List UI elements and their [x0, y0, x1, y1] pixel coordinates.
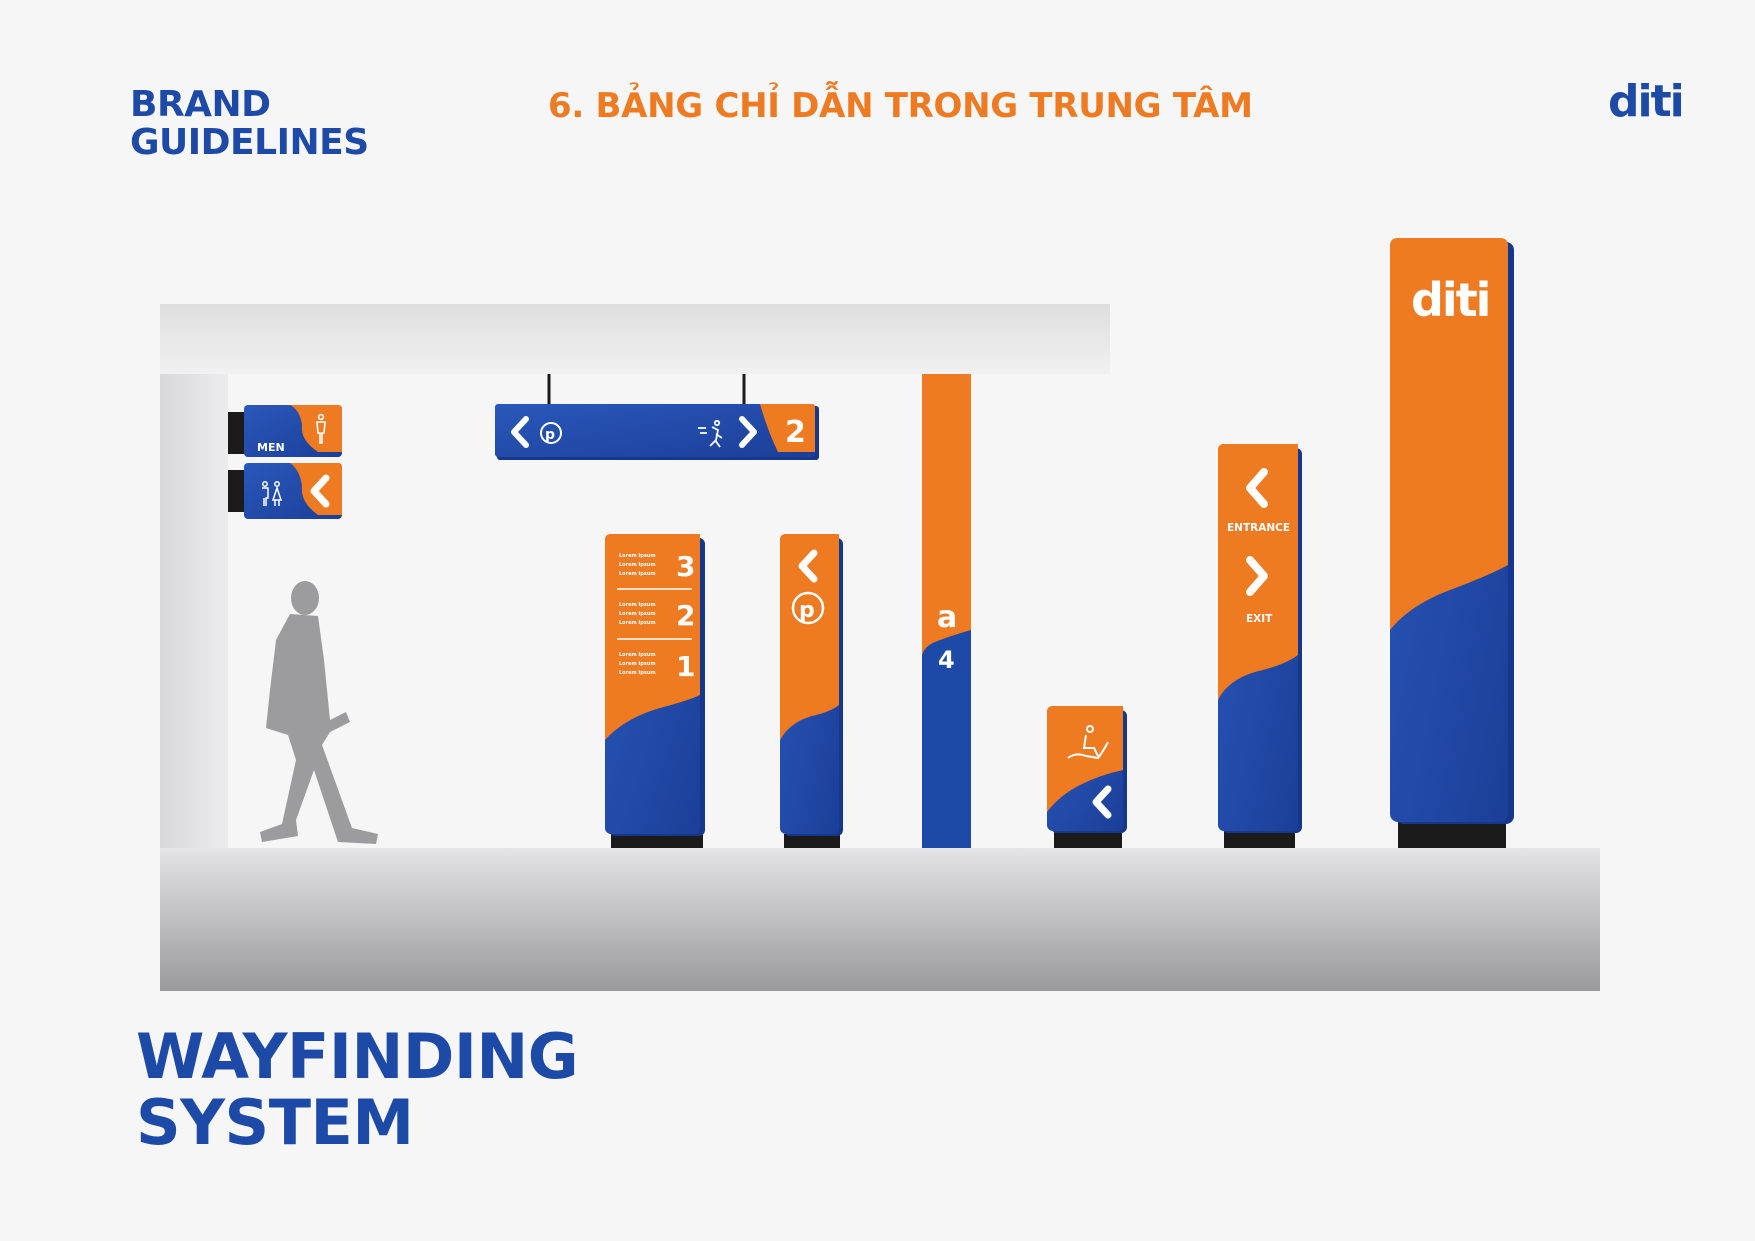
pillar-letter: a — [937, 600, 957, 635]
title-line-1: WAYFINDING — [136, 1020, 579, 1093]
directory-row-1: Lorem Ipsum Lorem Ipsum Lorem Ipsum 1 — [619, 650, 695, 683]
svg-text:Lorem Ipsum: Lorem Ipsum — [619, 611, 656, 617]
svg-text:Lorem Ipsum: Lorem Ipsum — [619, 553, 656, 559]
escalator-sign — [1047, 706, 1127, 848]
directory-entries: Lorem Ipsum Lorem Ipsum Lorem Ipsum 3 Lo… — [617, 550, 695, 683]
svg-text:Lorem Ipsum: Lorem Ipsum — [619, 620, 656, 626]
arrow-right-icon — [1246, 556, 1268, 596]
brand-totem: diti — [1390, 238, 1514, 848]
wall-sign-restroom — [228, 463, 342, 519]
parking-icon: p — [791, 591, 825, 625]
pillar-sign: a 4 — [922, 374, 971, 848]
hanging-sign: p 2 — [495, 374, 819, 460]
svg-text:Lorem Ipsum: Lorem Ipsum — [619, 661, 656, 667]
ceiling-beam — [160, 304, 1110, 374]
person-silhouette-icon — [260, 581, 378, 844]
svg-text:Lorem Ipsum: Lorem Ipsum — [619, 602, 656, 608]
svg-text:Lorem Ipsum: Lorem Ipsum — [619, 562, 656, 568]
svg-text:Lorem Ipsum: Lorem Ipsum — [619, 571, 656, 577]
directory-totem: Lorem Ipsum Lorem Ipsum Lorem Ipsum 3 Lo… — [605, 534, 705, 848]
parking-icon: p — [540, 422, 562, 444]
pillar-number: 4 — [938, 646, 955, 674]
totem-logo: diti — [1411, 273, 1489, 327]
support-column — [160, 374, 228, 848]
directory-row-2: Lorem Ipsum Lorem Ipsum Lorem Ipsum 2 — [619, 599, 695, 632]
svg-text:p: p — [799, 598, 815, 623]
title-line-2: SYSTEM — [136, 1086, 414, 1159]
hanging-floor-number: 2 — [785, 415, 806, 450]
svg-text:Lorem Ipsum: Lorem Ipsum — [619, 652, 656, 658]
arrow-left-icon — [1246, 468, 1268, 508]
wayfinding-system-title: WAYFINDING SYSTEM — [136, 1020, 579, 1159]
exit-label: EXIT — [1246, 613, 1273, 625]
man-icon — [316, 413, 326, 444]
arrow-left-icon — [1092, 785, 1112, 819]
svg-text:p: p — [545, 427, 555, 443]
men-label: MEN — [257, 441, 285, 454]
arrow-left-icon — [511, 416, 529, 448]
emergency-exit-icon — [698, 419, 723, 448]
arrow-right-icon — [739, 416, 757, 448]
section-title: 6. BẢNG CHỈ DẪN TRONG TRUNG TÂM — [548, 86, 1253, 126]
restroom-icon — [262, 481, 283, 506]
svg-text:Lorem Ipsum: Lorem Ipsum — [619, 670, 656, 676]
escalator-icon — [1067, 725, 1109, 760]
wall-sign-men: MEN — [228, 405, 342, 457]
floor-slab — [160, 848, 1600, 991]
svg-text:2: 2 — [676, 599, 695, 632]
arrow-left-icon — [798, 549, 818, 583]
brand-guidelines-heading: BRAND GUIDELINES — [130, 86, 369, 162]
entrance-exit-totem: ENTRANCE EXIT — [1218, 444, 1302, 848]
brand-line-1: BRAND — [130, 84, 271, 125]
arrow-left-icon — [310, 474, 330, 508]
svg-text:1: 1 — [676, 650, 695, 683]
diti-logo: diti — [1608, 76, 1685, 127]
svg-text:3: 3 — [676, 550, 695, 583]
brand-line-2: GUIDELINES — [130, 122, 369, 163]
directory-row-3: Lorem Ipsum Lorem Ipsum Lorem Ipsum 3 — [619, 550, 695, 583]
entrance-label: ENTRANCE — [1227, 522, 1290, 534]
parking-totem: p — [780, 534, 843, 848]
